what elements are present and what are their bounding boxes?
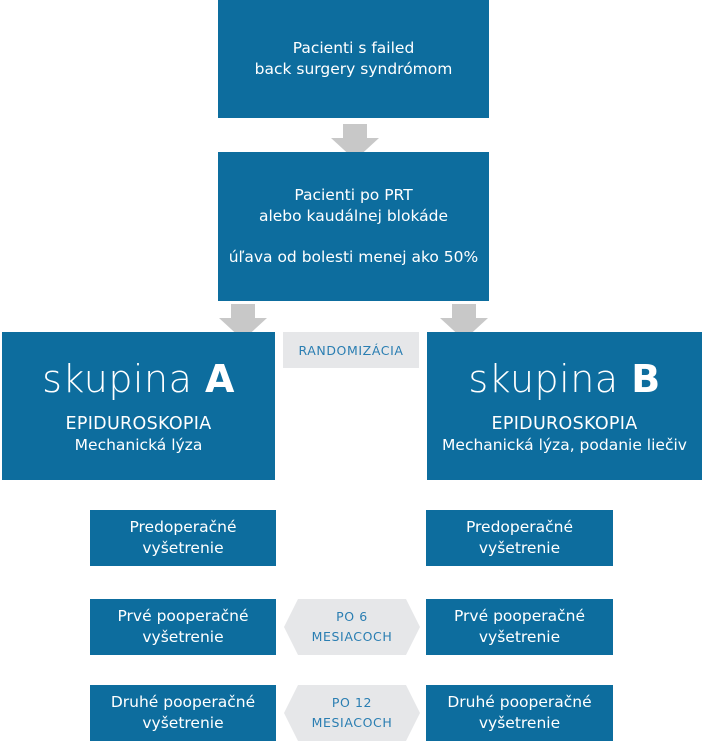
- exam-a-first-postop-line2: vyšetrenie: [142, 628, 224, 646]
- hexagon-shape-icon: [284, 685, 420, 741]
- group-b-subcaption: Mechanická lýza, podanie liečiv: [442, 435, 687, 454]
- interval-6-months: PO 6 MESIACOCH: [284, 599, 420, 655]
- group-a-caption: EPIDUROSKOPIA: [65, 413, 212, 434]
- hexagon-shape-icon: [284, 599, 420, 655]
- exam-a-second-postop-line1: Druhé pooperačné: [110, 693, 256, 711]
- interval-12-line2: MESIACOCH: [311, 715, 393, 730]
- exam-a-preop-line1: Predoperačné: [129, 518, 237, 536]
- patients-prt-line2: alebo kaudálnej blokáde: [258, 207, 449, 225]
- group-a-word: skupina: [42, 356, 193, 401]
- exam-a-first-postop: Prvé pooperačné vyšetrenie: [90, 599, 276, 655]
- exam-a-second-postop: Druhé pooperačné vyšetrenie: [90, 685, 276, 741]
- group-b-box: skupina B EPIDUROSKOPIA Mechanická lýza,…: [427, 332, 702, 480]
- interval-12-line1: PO 12: [331, 695, 373, 710]
- randomization-text: RANDOMIZÁCIA: [298, 342, 404, 358]
- interval-6-text: PO 6 MESIACOCH: [284, 599, 420, 655]
- exam-b-preop-line1: Predoperačné: [465, 518, 574, 536]
- randomization-label: RANDOMIZÁCIA: [283, 332, 419, 368]
- exam-b-first-postop: Prvé pooperačné vyšetrenie: [426, 599, 613, 655]
- group-a-subcaption: Mechanická lýza: [74, 435, 203, 454]
- interval-6-line1: PO 6: [336, 609, 368, 624]
- down-arrow-left-icon: [219, 304, 267, 340]
- group-a-letter: A: [204, 356, 235, 401]
- exam-b-second-postop: Druhé pooperačné vyšetrenie: [426, 685, 613, 741]
- exam-a-second-postop-line2: vyšetrenie: [142, 714, 224, 732]
- interval-6-line2: MESIACOCH: [311, 629, 393, 644]
- exam-b-preop: Predoperačné vyšetrenie: [426, 510, 613, 566]
- group-a-title: skupina A: [42, 357, 235, 401]
- group-b-caption: EPIDUROSKOPIA: [491, 413, 638, 434]
- pain-relief-line: úľava od bolesti menej ako 50%: [228, 248, 479, 266]
- patients-fbss-line2: back surgery syndrómom: [254, 60, 453, 78]
- group-b-word: skupina: [468, 356, 619, 401]
- exam-b-first-postop-line2: vyšetrenie: [478, 628, 561, 646]
- exam-a-preop: Predoperačné vyšetrenie: [90, 510, 276, 566]
- group-b-letter: B: [631, 356, 661, 401]
- patients-prt-box: Pacienti po PRT alebo kaudálnej blokáde …: [218, 152, 489, 301]
- group-a-box: skupina A EPIDUROSKOPIA Mechanická lýza: [2, 332, 275, 480]
- down-arrow-icon: [331, 124, 379, 160]
- exam-b-second-postop-line2: vyšetrenie: [478, 714, 561, 732]
- exam-b-preop-line2: vyšetrenie: [478, 539, 561, 557]
- patients-fbss-box: Pacienti s failed back surgery syndrómom: [218, 0, 489, 118]
- patients-prt-line1: Pacienti po PRT: [294, 186, 413, 204]
- group-b-title: skupina B: [468, 357, 660, 401]
- exam-b-first-postop-line1: Prvé pooperačné: [453, 607, 586, 625]
- exam-a-preop-line2: vyšetrenie: [142, 539, 224, 557]
- down-arrow-right-icon: [440, 304, 488, 340]
- interval-12-months: PO 12 MESIACOCH: [284, 685, 420, 741]
- interval-12-text: PO 12 MESIACOCH: [284, 685, 420, 741]
- exam-a-first-postop-line1: Prvé pooperačné: [117, 607, 249, 625]
- patients-fbss-line1: Pacienti s failed: [292, 39, 415, 57]
- exam-b-second-postop-line1: Druhé pooperačné: [447, 693, 592, 711]
